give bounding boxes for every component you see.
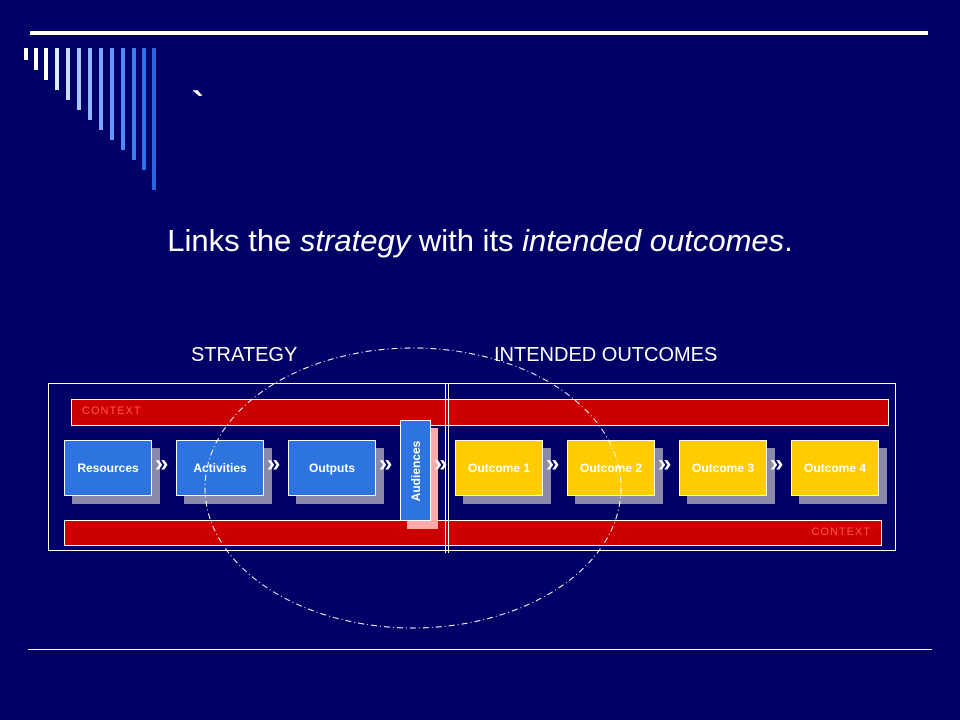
subtitle-text: Links the: [167, 223, 300, 258]
stripe: [77, 48, 81, 110]
slide-title-mark: `: [192, 84, 204, 125]
stripe: [24, 48, 28, 60]
stripe: [132, 48, 136, 160]
context-band-top: CONTEXT: [71, 399, 889, 426]
bottom-rule: [28, 649, 932, 650]
stripe: [99, 48, 103, 130]
stripe: [142, 48, 146, 170]
outcome-2-box: Outcome 2: [567, 440, 655, 496]
outcome-3-box: Outcome 3: [679, 440, 767, 496]
flow-arrow-icon: »: [379, 450, 393, 477]
stripe: [34, 48, 38, 70]
flow-arrow-icon: »: [658, 450, 672, 477]
stripe: [44, 48, 48, 80]
resources-box: Resources: [64, 440, 152, 496]
subtitle-emphasis: intended outcomes: [522, 223, 785, 258]
context-band-bottom: CONTEXT: [64, 520, 882, 546]
flow-arrow-icon: »: [267, 450, 281, 477]
top-rule: [30, 31, 928, 35]
subtitle-text: with its: [410, 223, 523, 258]
stripe: [66, 48, 70, 100]
strategy-label: STRATEGY: [191, 344, 298, 366]
subtitle-emphasis: strategy: [299, 223, 411, 258]
subtitle-text: .: [784, 223, 793, 258]
flow-arrow-icon: »: [155, 450, 169, 477]
slide-subtitle: Links the strategy with its intended out…: [0, 223, 960, 259]
stripe: [55, 48, 59, 90]
flow-arrow-icon: »: [770, 450, 784, 477]
stripe: [88, 48, 92, 120]
intended-outcomes-label: INTENDED OUTCOMES: [494, 344, 718, 366]
flow-arrow-icon: »: [434, 450, 448, 477]
outputs-box: Outputs: [288, 440, 376, 496]
stripe: [110, 48, 114, 140]
diagram-frame: [48, 383, 896, 551]
stripe: [121, 48, 125, 150]
stripe: [152, 48, 156, 190]
flow-arrow-icon: »: [546, 450, 560, 477]
audiences-box: Audiences: [400, 420, 431, 521]
outcome-4-box: Outcome 4: [791, 440, 879, 496]
dashed-ellipse: [204, 347, 622, 629]
strategy-outcome-divider: [445, 383, 449, 553]
outcome-1-box: Outcome 1: [455, 440, 543, 496]
